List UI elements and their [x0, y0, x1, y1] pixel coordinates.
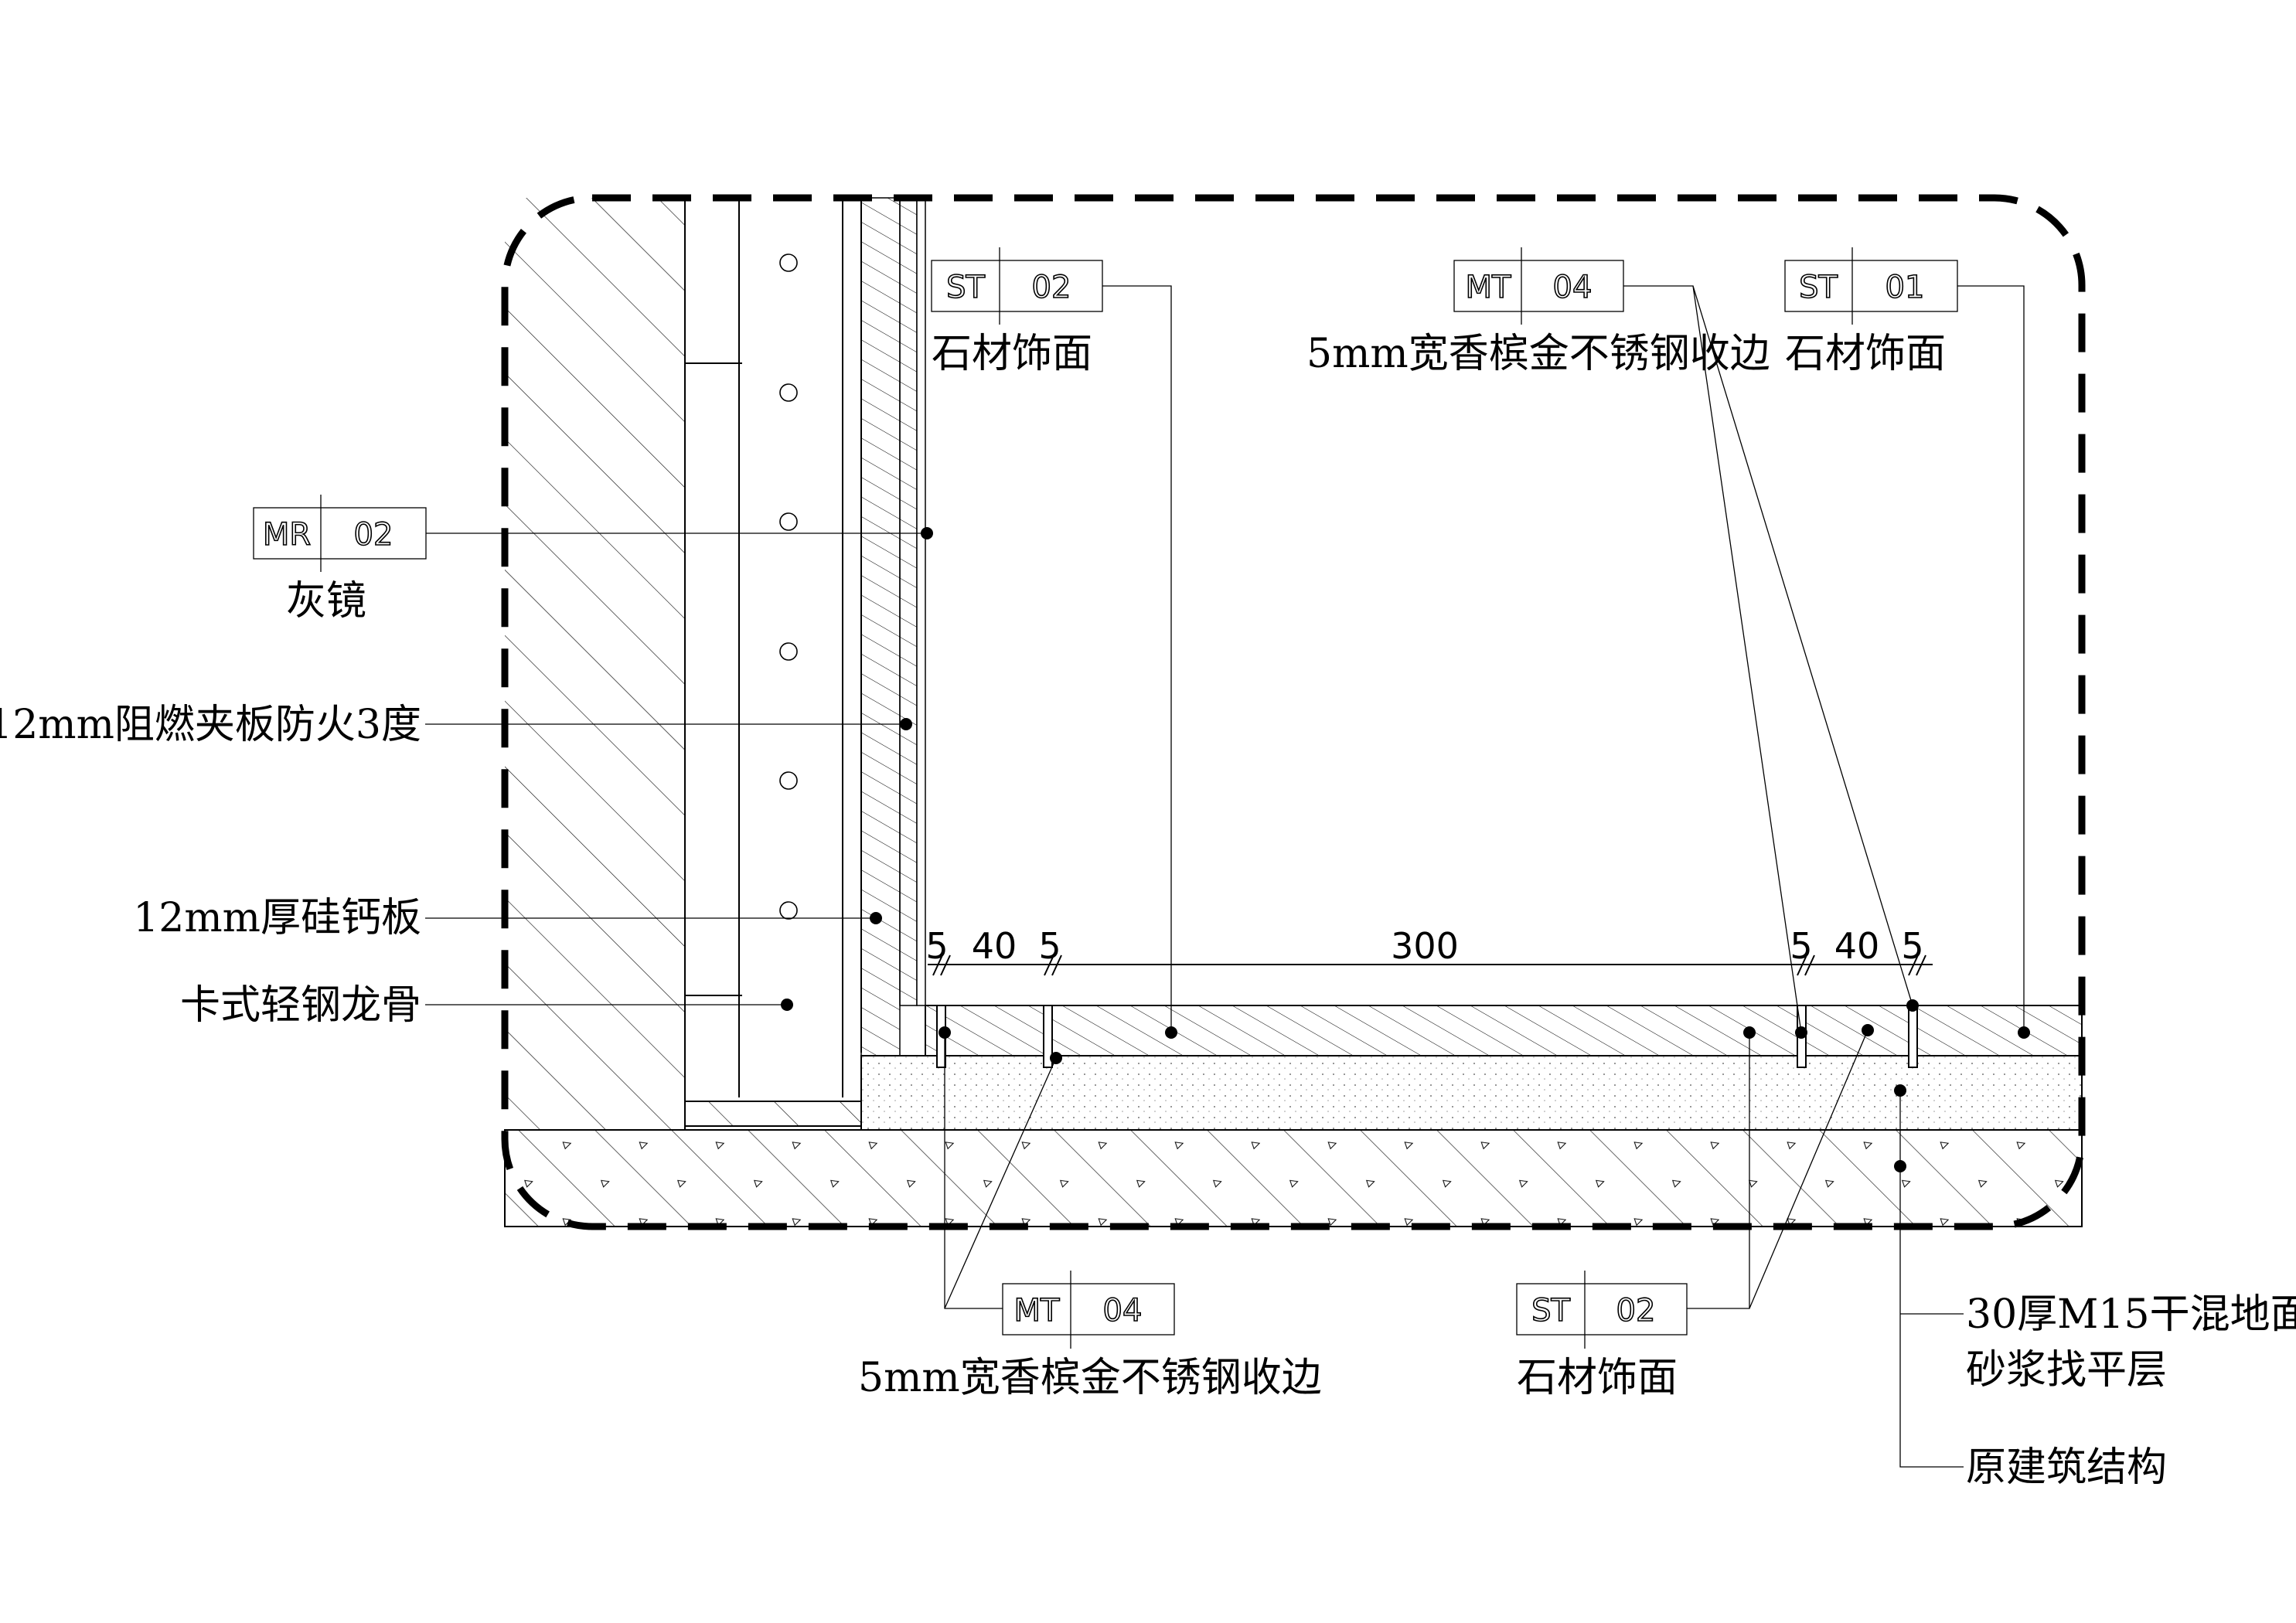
dim-5: 5	[1901, 925, 1923, 967]
label-stone-finish: 石材饰面	[1517, 1355, 1678, 1401]
svg-text:02: 02	[1616, 1293, 1656, 1329]
tag-mt04-bottom: MT 04 5mm宽香槟金不锈钢收边	[858, 1271, 1322, 1401]
svg-text:02: 02	[354, 517, 393, 553]
label-mortar-line1: 30厚M15干混地面	[1966, 1291, 2296, 1338]
svg-text:MT: MT	[1466, 270, 1512, 305]
svg-text:ST: ST	[1531, 1293, 1570, 1329]
label-stone-finish: 石材饰面	[932, 331, 1092, 377]
label-grey-mirror: 灰镜	[286, 578, 366, 624]
dim-5: 5	[1038, 925, 1061, 967]
label-silicate-board: 12mm厚硅钙板	[133, 895, 421, 941]
building-structure	[504, 1129, 2083, 1227]
tag-mt04-top: MT 04 5mm宽香槟金不锈钢收边	[1306, 247, 1770, 377]
dim-40: 40	[1834, 925, 1880, 967]
dim-40: 40	[972, 925, 1017, 967]
detail-boundary	[501, 194, 2086, 1230]
svg-text:04: 04	[1103, 1293, 1143, 1329]
leader-dots	[781, 527, 2030, 1172]
label-stone-finish: 石材饰面	[1785, 331, 1946, 377]
label-steel-trim: 5mm宽香槟金不锈钢收边	[858, 1355, 1322, 1401]
svg-text:MT: MT	[1014, 1293, 1061, 1329]
label-mortar-line2: 砂浆找平层	[1966, 1347, 2167, 1393]
tag-mr02: MR 02 灰镜	[253, 495, 427, 624]
tag-st02-bottom: ST 02 石材饰面	[1516, 1271, 1688, 1401]
tag-st01-top: ST 01 石材饰面	[1784, 247, 1958, 377]
fire-retardant-board	[899, 197, 918, 1006]
label-steel-trim: 5mm宽香槟金不锈钢收边	[1306, 331, 1770, 377]
dim-5: 5	[925, 925, 948, 967]
svg-text:04: 04	[1553, 270, 1593, 305]
label-structure: 原建筑结构	[1966, 1444, 2167, 1491]
grey-mirror	[916, 197, 926, 1006]
svg-text:ST: ST	[946, 270, 985, 305]
svg-text:02: 02	[1032, 270, 1071, 305]
dim-300: 300	[1391, 925, 1459, 967]
silicate-board	[860, 197, 901, 1056]
tag-st02-top: ST 02 石材饰面	[931, 247, 1103, 377]
svg-text:ST: ST	[1799, 270, 1838, 305]
light-steel-keel	[684, 198, 862, 1127]
leader-lines	[425, 285, 2025, 1468]
dimension-line: 5 40 5 300 5 40 5	[925, 925, 1933, 976]
label-fire-board: 12mm阻燃夹板防火3度	[0, 702, 421, 748]
svg-text:01: 01	[1886, 270, 1925, 305]
existing-wall	[505, 198, 685, 1130]
label-steel-keel: 卡式轻钢龙骨	[180, 982, 421, 1029]
dim-5: 5	[1790, 925, 1812, 967]
mortar-layer	[860, 1055, 2083, 1131]
svg-text:MR: MR	[263, 517, 311, 553]
